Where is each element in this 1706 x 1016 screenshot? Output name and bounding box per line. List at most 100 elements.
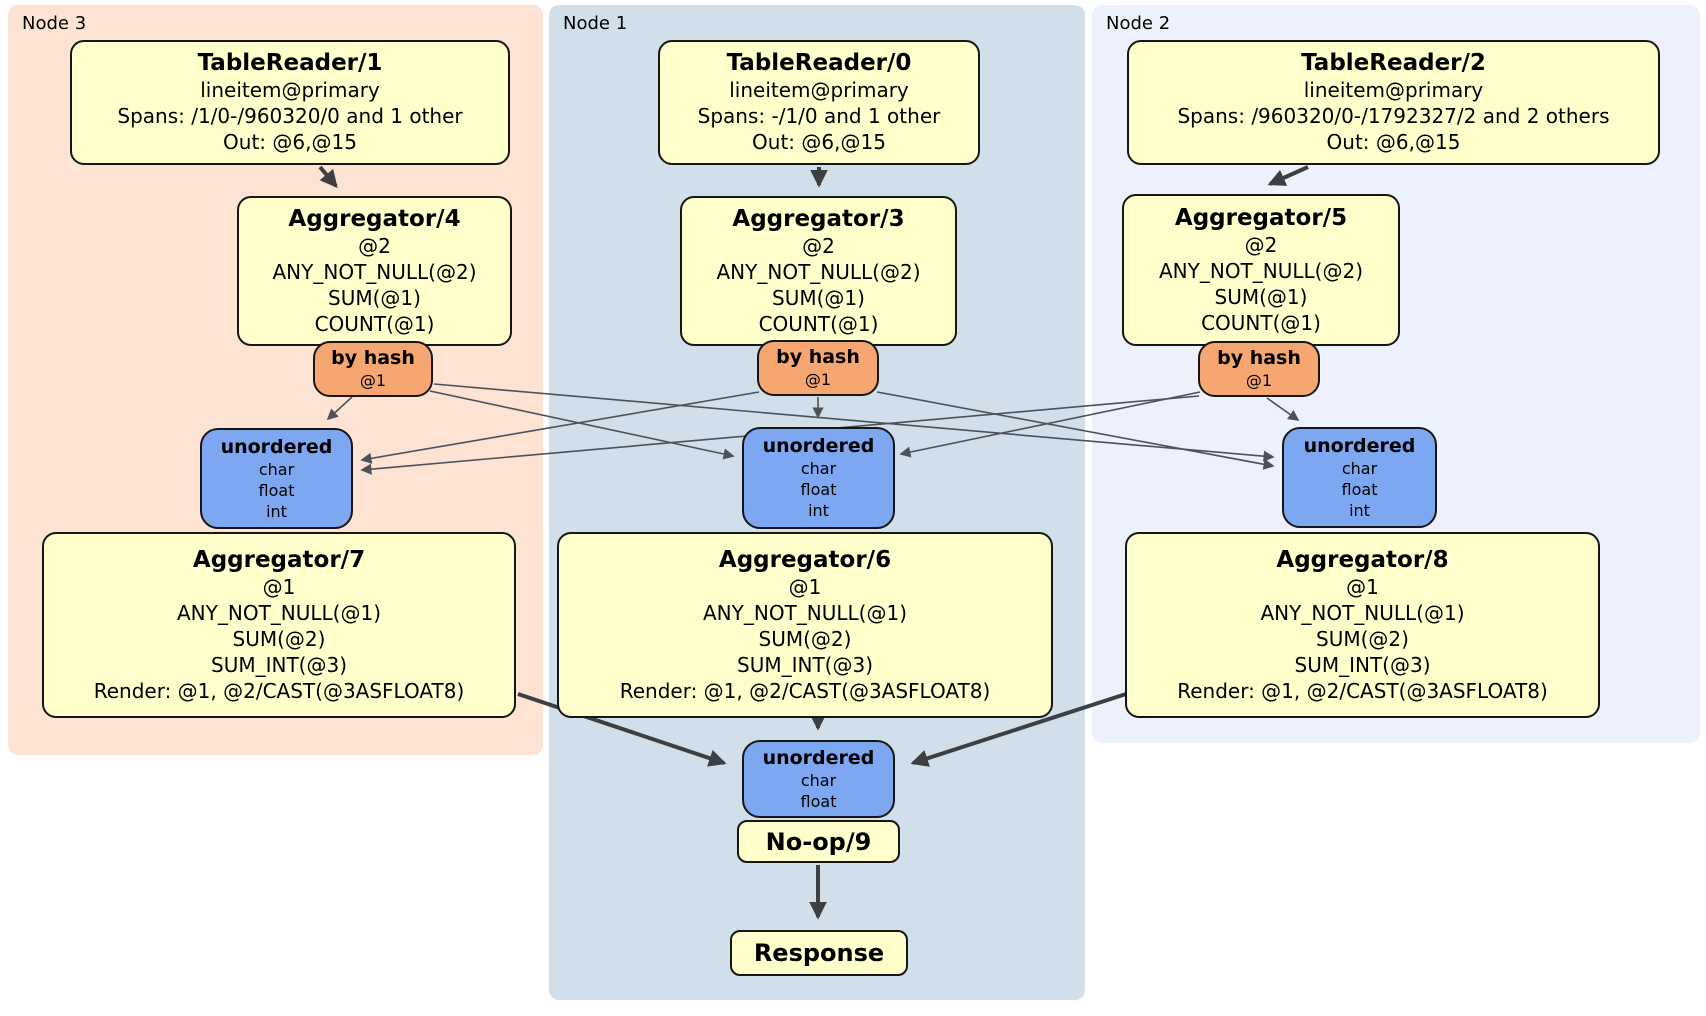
box-line: SUM(@1) bbox=[1214, 284, 1308, 309]
box-line: Render: @1, @2/CAST(@3ASFLOAT8) bbox=[1177, 678, 1548, 703]
unordered-sync-title: unordered bbox=[1303, 434, 1416, 457]
edge-tablereader1-aggregator4 bbox=[318, 165, 338, 189]
box-line: char bbox=[1341, 458, 1378, 478]
box-line: ANY_NOT_NULL(@2) bbox=[1159, 258, 1363, 283]
box-line: @1 bbox=[1245, 371, 1273, 390]
hash-router-title: by hash bbox=[1217, 347, 1301, 369]
box-line: @2 bbox=[1244, 232, 1278, 257]
tablereader-2-title: TableReader/2 bbox=[1301, 50, 1486, 76]
box-line: @1 bbox=[1346, 574, 1379, 599]
hash-router-node2-box: by hash @1 bbox=[1198, 341, 1320, 397]
aggregator-6-box: Aggregator/6 @1 ANY_NOT_NULL(@1) SUM(@2)… bbox=[557, 532, 1053, 718]
node1-panel-label: Node 1 bbox=[563, 13, 628, 34]
response-box: Response bbox=[730, 930, 908, 976]
box-line: SUM_INT(@3) bbox=[211, 652, 347, 677]
box-line: SUM(@2) bbox=[1316, 626, 1409, 651]
box-line: ANY_NOT_NULL(@1) bbox=[1260, 600, 1465, 625]
box-line: float bbox=[800, 480, 837, 499]
box-line: SUM_INT(@3) bbox=[737, 652, 873, 677]
edge-hash1-sync2 bbox=[876, 391, 1275, 470]
unordered-sync-node2-box: unordered char float int bbox=[1282, 427, 1437, 528]
box-line: SUM(@2) bbox=[758, 626, 852, 651]
box-line: int bbox=[266, 501, 287, 521]
edge-tablereader2-aggregator5 bbox=[1267, 165, 1309, 186]
box-line: float bbox=[800, 791, 837, 811]
box-line: char bbox=[800, 770, 837, 790]
box-line: SUM(@1) bbox=[772, 285, 865, 310]
box-line: Spans: /960320/0-/1792327/2 and 2 others bbox=[1177, 104, 1610, 128]
unordered-sync-node3-box: unordered char float int bbox=[200, 428, 353, 529]
box-line: @2 bbox=[358, 233, 391, 258]
box-line: int bbox=[1349, 500, 1370, 520]
node2-panel-label: Node 2 bbox=[1106, 13, 1171, 34]
unordered-sync-final-box: unordered char float bbox=[742, 740, 895, 818]
edge-hash3-sync1 bbox=[429, 390, 735, 460]
hash-router-node1-box: by hash @1 bbox=[757, 340, 879, 396]
box-line: lineitem@primary bbox=[1303, 78, 1484, 102]
box-line: Render: @1, @2/CAST(@3ASFLOAT8) bbox=[619, 678, 991, 703]
box-line: SUM(@2) bbox=[232, 626, 326, 651]
node3-panel-label: Node 3 bbox=[22, 13, 87, 34]
noop-9-box: No-op/9 bbox=[737, 820, 900, 863]
aggregator-3-box: Aggregator/3 @2 ANY_NOT_NULL(@2) SUM(@1)… bbox=[680, 196, 957, 346]
box-line: SUM(@1) bbox=[328, 285, 421, 310]
box-line: COUNT(@1) bbox=[758, 311, 879, 336]
box-line: lineitem@primary bbox=[729, 78, 909, 102]
box-line: Out: @6,@15 bbox=[752, 130, 886, 154]
aggregator-4-title: Aggregator/4 bbox=[288, 205, 461, 232]
unordered-sync-title: unordered bbox=[762, 435, 875, 457]
hash-router-title: by hash bbox=[331, 347, 415, 369]
hash-router-title: by hash bbox=[776, 346, 860, 368]
aggregator-8-box: Aggregator/8 @1 ANY_NOT_NULL(@1) SUM(@2)… bbox=[1125, 532, 1600, 718]
tablereader-1-title: TableReader/1 bbox=[197, 50, 383, 76]
box-line: Spans: /1/0-/960320/0 and 1 other bbox=[117, 104, 463, 128]
box-line: @1 bbox=[359, 371, 387, 390]
box-line: COUNT(@1) bbox=[1201, 310, 1321, 335]
box-line: ANY_NOT_NULL(@2) bbox=[716, 259, 921, 284]
unordered-sync-node1-box: unordered char float int bbox=[742, 427, 895, 529]
box-line: float bbox=[1341, 479, 1378, 499]
box-line: @1 bbox=[788, 574, 822, 599]
box-line: ANY_NOT_NULL(@1) bbox=[177, 600, 381, 625]
box-line: Render: @1, @2/CAST(@3ASFLOAT8) bbox=[93, 678, 465, 703]
aggregator-3-title: Aggregator/3 bbox=[732, 205, 905, 232]
box-line: @1 bbox=[262, 574, 296, 599]
box-line: char bbox=[800, 459, 837, 478]
aggregator-6-title: Aggregator/6 bbox=[718, 546, 892, 573]
aggregator-7-title: Aggregator/7 bbox=[192, 546, 366, 573]
edge-hash2-sync2 bbox=[1266, 397, 1300, 421]
box-line: ANY_NOT_NULL(@2) bbox=[272, 259, 477, 284]
edge-hash3-sync2 bbox=[433, 383, 1275, 462]
aggregator-8-title: Aggregator/8 bbox=[1276, 546, 1449, 573]
box-line: lineitem@primary bbox=[200, 78, 380, 102]
noop-9-title: No-op/9 bbox=[765, 827, 872, 856]
box-line: SUM_INT(@3) bbox=[1294, 652, 1431, 677]
edge-hash2-sync1 bbox=[899, 391, 1201, 458]
box-line: @1 bbox=[804, 370, 832, 389]
response-title: Response bbox=[753, 939, 885, 967]
tablereader-2-box: TableReader/2 lineitem@primary Spans: /9… bbox=[1127, 40, 1660, 165]
unordered-sync-title: unordered bbox=[762, 746, 875, 769]
aggregator-5-title: Aggregator/5 bbox=[1174, 204, 1348, 231]
box-line: @2 bbox=[802, 233, 835, 258]
box-line: char bbox=[258, 459, 295, 479]
edge-hash3-sync3 bbox=[326, 396, 353, 421]
aggregator-5-box: Aggregator/5 @2 ANY_NOT_NULL(@2) SUM(@1)… bbox=[1122, 194, 1400, 346]
hash-router-node3-box: by hash @1 bbox=[313, 341, 433, 397]
tablereader-1-box: TableReader/1 lineitem@primary Spans: /1… bbox=[70, 40, 510, 165]
edge-hash1-sync3 bbox=[360, 391, 760, 464]
box-line: int bbox=[808, 501, 829, 520]
box-line: Out: @6,@15 bbox=[223, 130, 357, 154]
aggregator-4-box: Aggregator/4 @2 ANY_NOT_NULL(@2) SUM(@1)… bbox=[237, 196, 512, 346]
aggregator-7-box: Aggregator/7 @1 ANY_NOT_NULL(@1) SUM(@2)… bbox=[42, 532, 516, 718]
unordered-sync-title: unordered bbox=[220, 435, 333, 458]
box-line: Spans: -/1/0 and 1 other bbox=[697, 104, 941, 128]
box-line: ANY_NOT_NULL(@1) bbox=[703, 600, 907, 625]
box-line: float bbox=[258, 480, 295, 500]
tablereader-0-title: TableReader/0 bbox=[726, 50, 912, 76]
tablereader-0-box: TableReader/0 lineitem@primary Spans: -/… bbox=[658, 40, 980, 165]
box-line: Out: @6,@15 bbox=[1326, 130, 1461, 154]
edge-aggregator7-final-sync bbox=[517, 692, 727, 767]
box-line: COUNT(@1) bbox=[314, 311, 435, 336]
